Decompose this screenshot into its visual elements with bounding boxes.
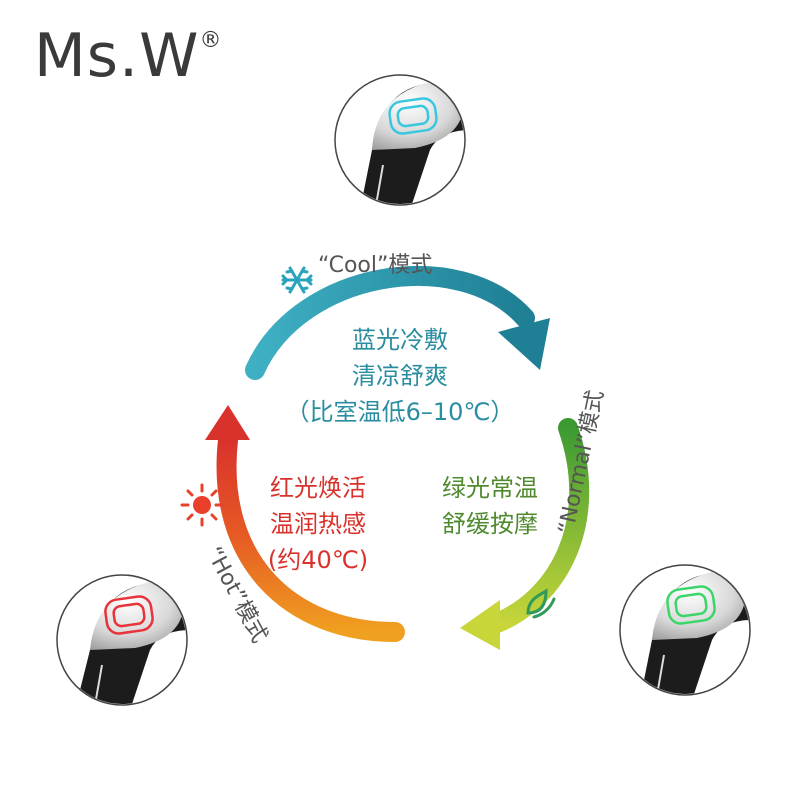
brand-logo: Ms.W® [34, 26, 222, 86]
cool-desc-line: 蓝光冷敷 [352, 326, 448, 354]
normal-desc-line: 绿光常温 [442, 474, 538, 502]
device-image-hot [56, 574, 188, 706]
hot-desc-line: 温润热感 [270, 510, 366, 538]
snowflake-icon [281, 266, 313, 294]
device-image-normal [619, 564, 751, 696]
normal-mode-description: 绿光常温 舒缓按摩 [430, 470, 550, 542]
sun-icon [180, 483, 224, 527]
hot-arc-arrow [205, 405, 405, 642]
cool-arc-arrow [245, 265, 550, 380]
cool-mode-label: “Cool”模式 [318, 253, 433, 278]
leaf-icon [526, 588, 556, 619]
hot-mode-description: 红光焕活 温润热感 (约40℃) [258, 470, 378, 578]
normal-arc-arrow [460, 418, 590, 650]
cool-mode-description: 蓝光冷敷 清凉舒爽 （比室温低6–10℃） [240, 322, 560, 430]
cool-desc-line: （比室温低6–10℃） [285, 398, 515, 426]
hot-desc-line: (约40℃) [267, 546, 369, 574]
brand-name: Ms.W [34, 21, 200, 91]
device-image-cool [334, 74, 466, 206]
hot-desc-line: 红光焕活 [270, 474, 366, 502]
normal-desc-line: 舒缓按摩 [442, 510, 538, 538]
registered-mark: ® [199, 28, 223, 53]
cool-desc-line: 清凉舒爽 [352, 362, 448, 390]
